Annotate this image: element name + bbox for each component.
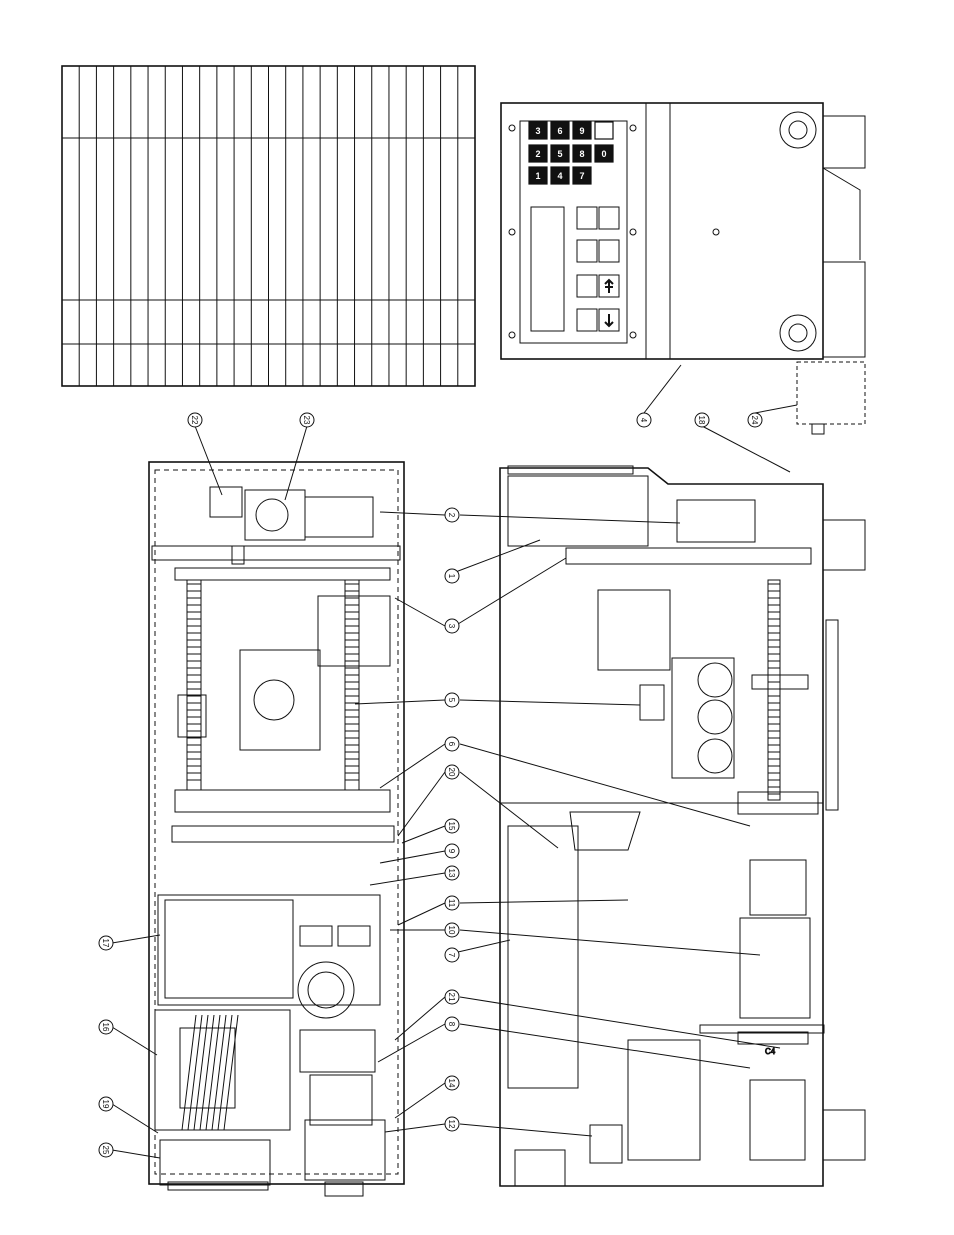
svg-text:22: 22 (190, 416, 199, 425)
motor-assembly (151, 486, 401, 565)
leader-lines (111, 364, 798, 1159)
keypad-key-label: 4 (557, 171, 562, 181)
keypad-key-label: 3 (535, 126, 540, 136)
keypad-key (572, 121, 592, 140)
callout-11: 11 (444, 895, 460, 911)
keypad-key-label: 9 (579, 126, 584, 136)
function-keys (576, 206, 620, 332)
callout-12: 12 (444, 1116, 460, 1132)
keypad-key (572, 144, 592, 163)
svg-text:18: 18 (697, 416, 706, 425)
svg-text:12: 12 (447, 1120, 456, 1129)
callout-14: 14 (444, 1075, 460, 1091)
front-panel-view: 3 6 9 2 5 8 0 1 4 7 (500, 102, 866, 435)
callout-21: 21 (444, 989, 460, 1005)
keypad-key-label: 0 (601, 149, 606, 159)
svg-text:11: 11 (447, 899, 456, 908)
keypad-key (594, 121, 614, 140)
svg-text:19: 19 (101, 1100, 110, 1109)
callout-2: 2 (444, 507, 460, 523)
parts-table (61, 65, 476, 387)
callout-19: 19 (98, 1096, 114, 1112)
side-handles (779, 111, 866, 435)
keypad-key (528, 121, 548, 140)
callout-15: 15 (444, 818, 460, 834)
callout-4: 4 (636, 412, 652, 428)
svg-text:5: 5 (447, 698, 456, 703)
callout-25: 25 (98, 1142, 114, 1158)
left-side-view (148, 461, 405, 1197)
callout-10: 10 (444, 922, 460, 938)
svg-text:20: 20 (447, 768, 456, 777)
keypad-key (594, 144, 614, 163)
callout-17: 17 (98, 935, 114, 951)
svg-text:4: 4 (639, 418, 648, 423)
svg-text:15: 15 (447, 822, 456, 831)
callout-23: 23 (299, 412, 315, 428)
svg-text:23: 23 (302, 416, 311, 425)
keypad-panel (519, 120, 628, 344)
callout-7: 7 (444, 947, 460, 963)
callout-16: 16 (98, 1019, 114, 1035)
svg-text:8: 8 (447, 1022, 456, 1027)
svg-text:7: 7 (447, 953, 456, 958)
callout-18: 18 (694, 412, 710, 428)
svg-text:24: 24 (750, 416, 759, 425)
callout-6: 6 (444, 736, 460, 752)
svg-text:14: 14 (447, 1079, 456, 1088)
callout-8: 8 (444, 1016, 460, 1032)
keypad: 3 6 9 2 5 8 0 1 4 7 (528, 121, 614, 185)
keypad-key (550, 166, 570, 185)
callout-24: 24 (747, 412, 763, 428)
svg-text:25: 25 (101, 1146, 110, 1155)
callout-3: 3 (444, 618, 460, 634)
pump-assembly: C4 (507, 499, 825, 1187)
keypad-key-label: 6 (557, 126, 562, 136)
callout-9: 9 (444, 843, 460, 859)
right-side-view: C4 (499, 465, 866, 1187)
svg-text:16: 16 (101, 1023, 110, 1032)
callout-22: 22 (187, 412, 203, 428)
keypad-key (572, 166, 592, 185)
callout-1: 1 (444, 568, 460, 584)
handles-right (822, 519, 866, 1161)
svg-text:1: 1 (447, 574, 456, 579)
callout-20: 20 (444, 764, 460, 780)
callout-13: 13 (444, 865, 460, 881)
svg-text:21: 21 (447, 993, 456, 1002)
up-arrow-icon (604, 278, 614, 293)
keypad-key-label: 1 (535, 171, 540, 181)
display-window (530, 206, 565, 332)
left-arrow-icon (604, 314, 614, 328)
keypad-key-label: 7 (579, 171, 584, 181)
svg-text:10: 10 (447, 926, 456, 935)
callout-5: 5 (444, 692, 460, 708)
svg-text:2: 2 (447, 513, 456, 518)
keypad-key (550, 144, 570, 163)
keypad-key (528, 144, 548, 163)
svg-text:6: 6 (447, 742, 456, 747)
svg-text:17: 17 (101, 939, 110, 948)
svg-text:9: 9 (447, 849, 456, 854)
panel-screws (508, 124, 720, 339)
keypad-key (550, 121, 570, 140)
keypad-key (528, 166, 548, 185)
svg-text:13: 13 (447, 869, 456, 878)
svg-text:3: 3 (447, 624, 456, 629)
circuit-board (154, 894, 386, 1197)
keypad-key-label: 2 (535, 149, 540, 159)
stamp-label: C4 (765, 1047, 776, 1056)
keypad-key-label: 5 (557, 149, 562, 159)
drive-rails (171, 567, 395, 843)
keypad-key-label: 8 (579, 149, 584, 159)
